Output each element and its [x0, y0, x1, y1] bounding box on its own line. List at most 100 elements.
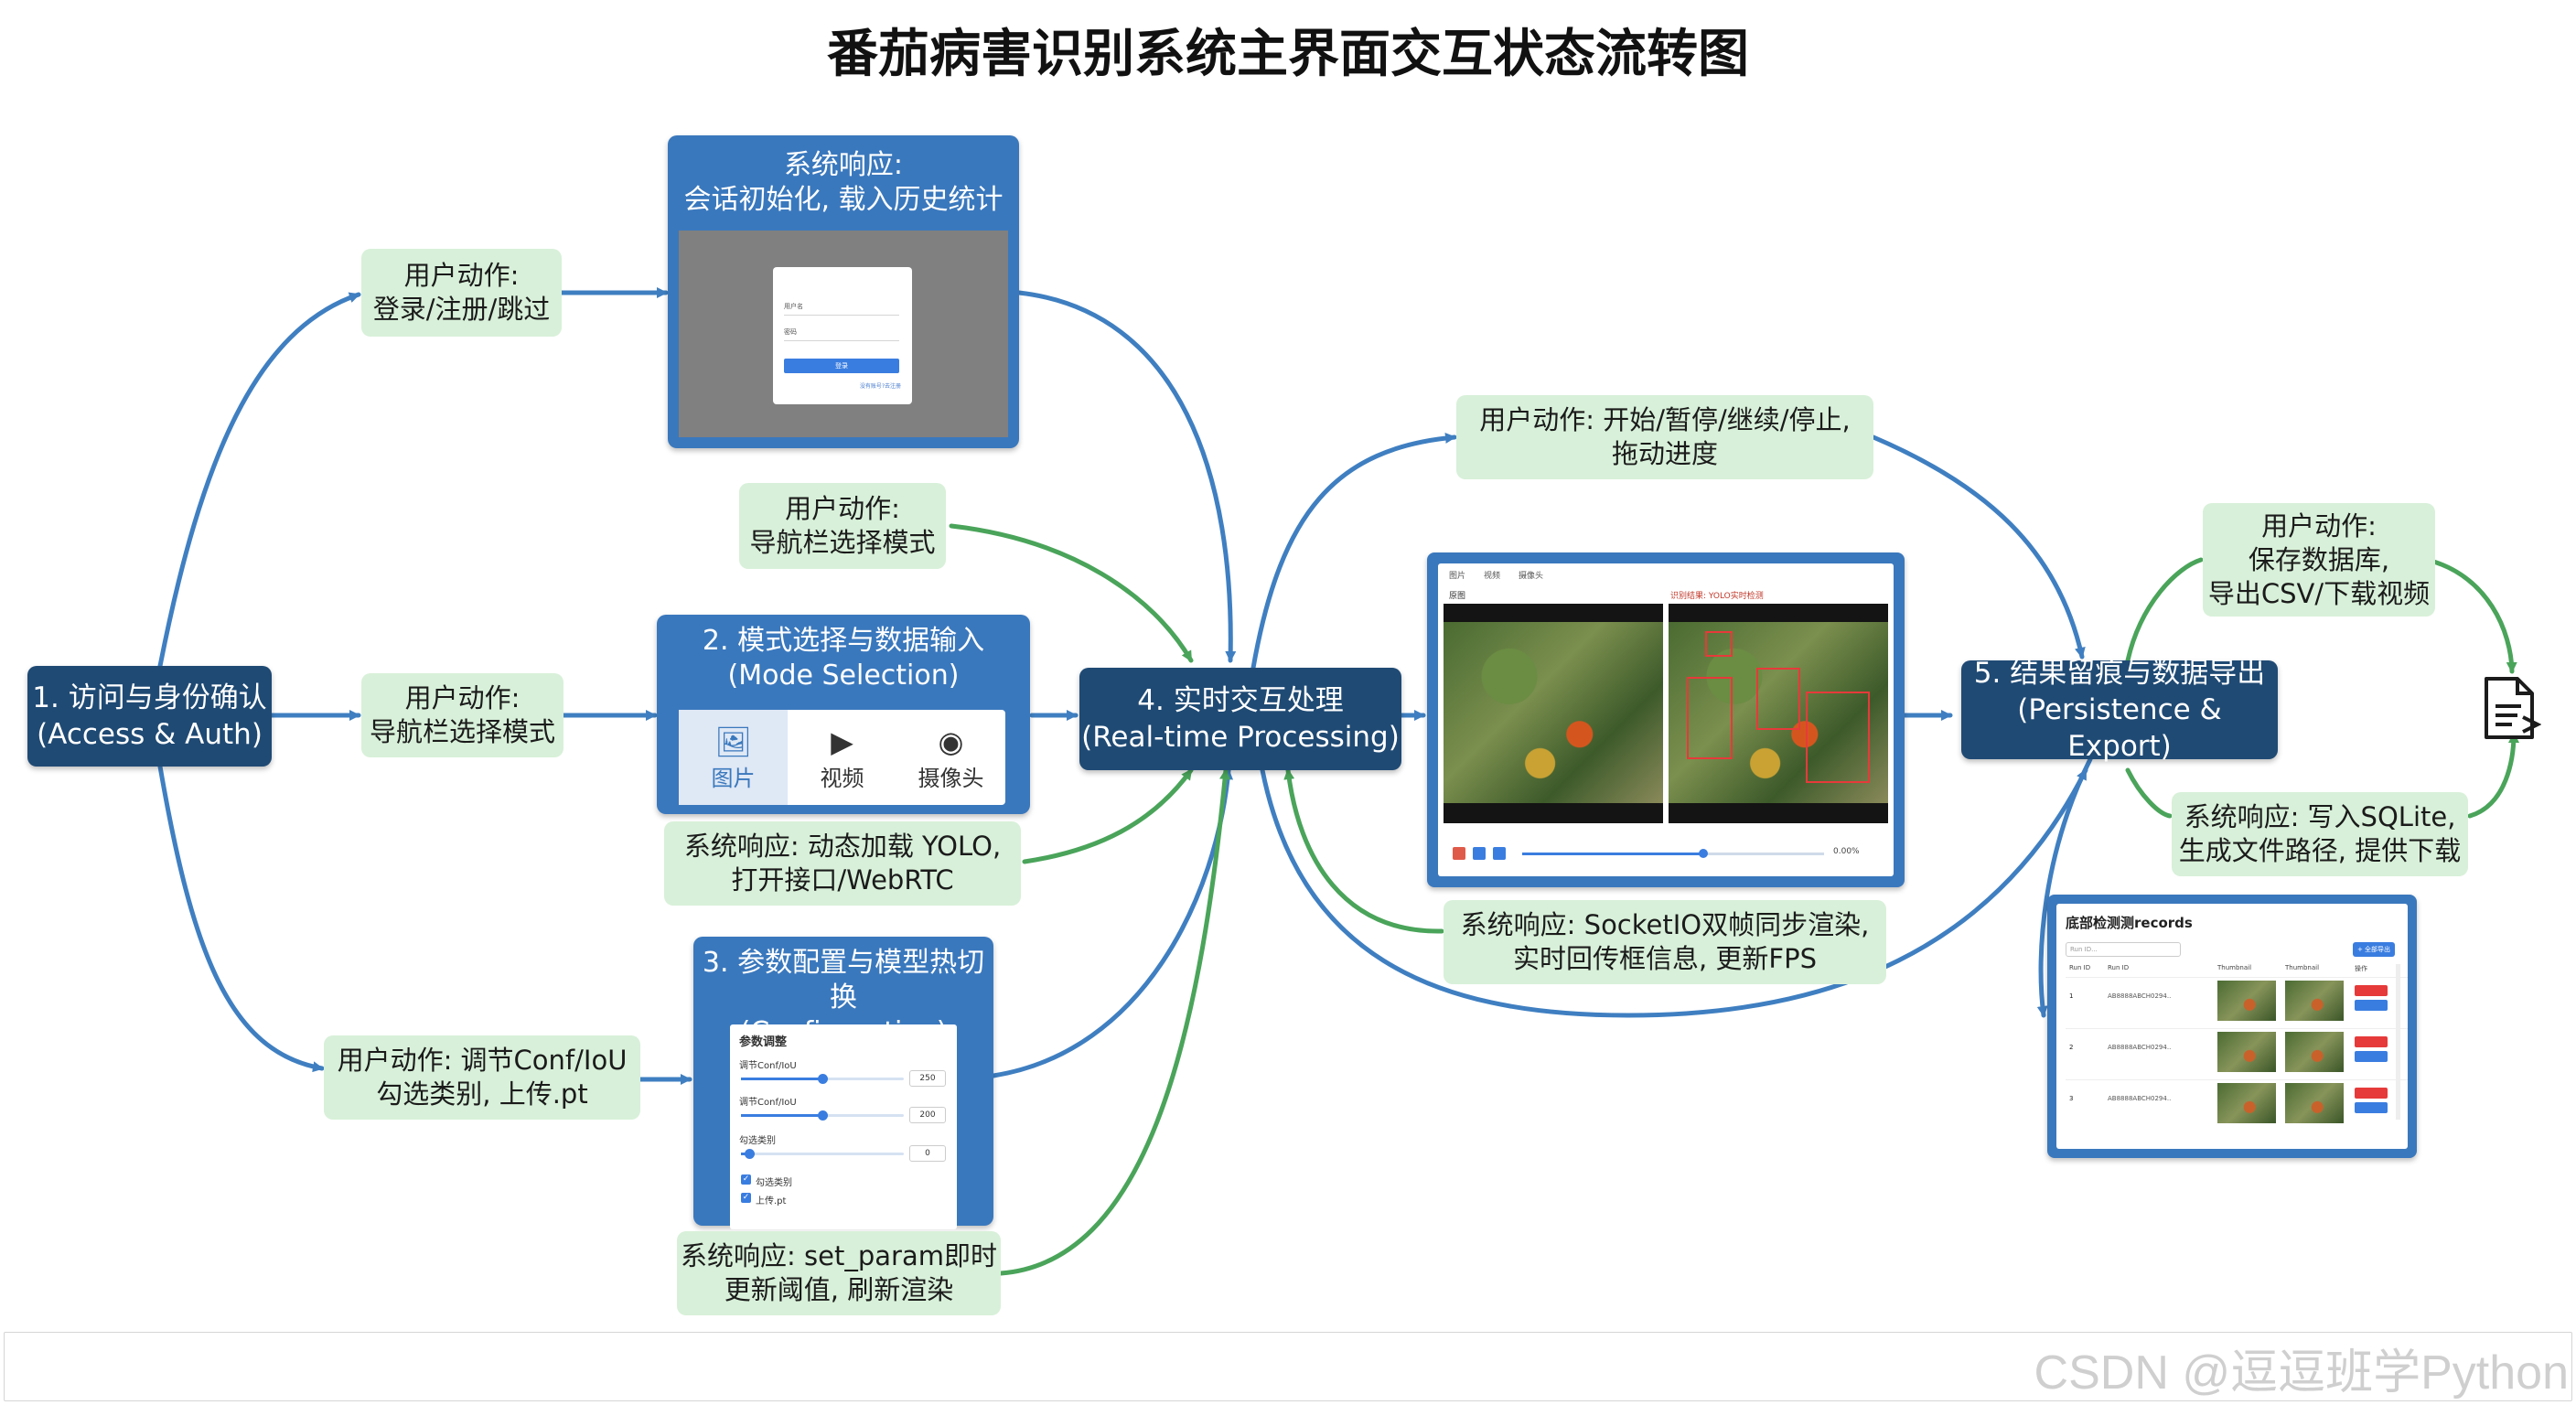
progress-slider[interactable] [1522, 849, 1824, 858]
detected-video-frame [1669, 604, 1888, 823]
node-mode-selection-subtitle: (Mode Selection) [727, 660, 960, 692]
note-line: 用户动作: [2261, 509, 2377, 542]
delete-button[interactable] [2355, 1088, 2388, 1099]
login-screenshot: 登录 用户名 密码 登录 没有账号?去注册 [679, 231, 1008, 437]
node-mode-selection: 2. 模式选择与数据输入 (Mode Selection) 🖼 图片 ▶ 视频 … [657, 615, 1030, 814]
footer-bar [4, 1332, 2572, 1401]
note-line: 打开接口/WebRTC [731, 864, 954, 896]
playback-controls [1453, 847, 1506, 860]
class-value-field[interactable]: 0 [909, 1145, 946, 1162]
class-slider[interactable] [741, 1149, 904, 1159]
realtime-tab-image[interactable]: 图片 [1449, 572, 1466, 581]
login-button[interactable]: 登录 [784, 359, 899, 373]
note-nav-user-action: 用户动作: 导航栏选择模式 [361, 673, 564, 757]
thumbnail-result [2285, 1083, 2344, 1123]
note-line: 系统响应: set_param即时 [681, 1240, 997, 1271]
export-button[interactable] [2355, 1051, 2388, 1062]
realtime-tab-camera[interactable]: 摄像头 [1519, 572, 1544, 581]
table-row[interactable]: 3 AB8888ABCH0294.. [2066, 1079, 2408, 1125]
tab-image[interactable]: 🖼 图片 [679, 710, 788, 805]
records-scrollbar[interactable] [2396, 964, 2400, 1120]
image-icon: 🖼 [714, 724, 752, 759]
arrow-n3-n4 [991, 767, 1234, 1078]
node-realtime-processing: 4. 实时交互处理 (Real-time Processing) [1079, 668, 1401, 770]
records-col-header: Thumbnail [2217, 964, 2252, 971]
node-access-auth-title: 1. 访问与身份确认 [32, 681, 267, 714]
conf-slider-label: 调节Conf/IoU [739, 1061, 797, 1071]
note-mode-system-response: 系统响应: 动态加载 YOLO, 打开接口/WebRTC [664, 821, 1021, 906]
node-realtime-subtitle: (Real-time Processing) [1081, 721, 1400, 754]
login-card: 登录 用户名 密码 登录 没有账号?去注册 [773, 267, 912, 404]
note-export-system-response: 系统响应: 写入SQLite, 生成文件路径, 提供下载 [2172, 792, 2468, 876]
original-frame-label: 原图 [1449, 592, 1466, 601]
records-search-input[interactable]: Run ID... [2066, 942, 2181, 957]
arrow-mode-sys-n4 [1022, 767, 1194, 864]
export-button[interactable] [2355, 1102, 2388, 1113]
iou-slider[interactable] [741, 1110, 904, 1121]
delete-button[interactable] [2355, 1036, 2388, 1047]
note-config-system-response: 系统响应: set_param即时 更新阈值, 刷新渲染 [677, 1231, 1001, 1315]
note-line: 用户动作: 开始/暂停/继续/停止, [1479, 404, 1851, 435]
detection-box [1705, 631, 1733, 657]
pause-button[interactable] [1473, 847, 1486, 860]
note-line: 用户动作: [785, 493, 900, 524]
note-line: 拖动进度 [1611, 438, 1718, 469]
thumbnail-result [2285, 981, 2344, 1021]
node-mode-selection-header: 2. 模式选择与数据输入 (Mode Selection) [657, 615, 1030, 693]
tab-camera[interactable]: ◉ 摄像头 [896, 710, 1005, 805]
export-all-button[interactable]: + 全部导出 [2353, 942, 2395, 957]
note-line: 系统响应: 动态加载 YOLO, [683, 831, 1002, 862]
node-mode-selection-title: 2. 模式选择与数据输入 [702, 625, 985, 657]
detection-box [1687, 677, 1733, 759]
node-login-screen: 系统响应: 会话初始化, 载入历史统计 登录 用户名 密码 登录 没有账号?去注… [668, 135, 1019, 448]
arrow-conf-sys-n4 [998, 767, 1231, 1276]
progress-percent: 0.00% [1833, 847, 1860, 856]
iou-value-field[interactable]: 200 [909, 1107, 946, 1123]
note-export-user-action: 用户动作: 保存数据库, 导出CSV/下载视频 [2203, 503, 2435, 617]
realtime-tab-video[interactable]: 视频 [1484, 572, 1501, 581]
tab-camera-label: 摄像头 [918, 765, 984, 791]
checkbox-class[interactable]: ✓ [741, 1174, 751, 1185]
records-col-header: Run ID [2069, 964, 2091, 971]
checkbox-upload-pt-label: 上传.pt [756, 1196, 787, 1207]
config-panel: 参数调整 调节Conf/IoU 250 调节Conf/IoU 200 勾选类别 … [730, 1024, 957, 1229]
arrow-n1-login-user [157, 292, 361, 669]
row-number: 2 [2069, 1044, 2074, 1051]
records-col-header: Thumbnail [2285, 964, 2320, 971]
note-line: 实时回传框信息, 更新FPS [1512, 943, 1817, 974]
note-nav-user-action-top: 用户动作: 导航栏选择模式 [739, 483, 946, 569]
table-row[interactable]: 2 AB8888ABCH0294.. [2066, 1028, 2408, 1074]
login-screen-header-line2: 会话初始化, 载入历史统计 [683, 184, 1004, 216]
start-button[interactable] [1453, 847, 1465, 860]
login-screen-header: 系统响应: 会话初始化, 载入历史统计 [668, 135, 1019, 218]
arrow-n5-records [2036, 756, 2093, 1018]
tab-video[interactable]: ▶ 视频 [788, 710, 896, 805]
note-line: 导航栏选择模式 [369, 716, 555, 747]
tab-video-label: 视频 [820, 765, 864, 791]
node-access-auth-subtitle: (Access & Auth) [37, 718, 263, 751]
records-col-header: 操作 [2355, 965, 2367, 972]
checkbox-upload-pt[interactable]: ✓ [741, 1193, 751, 1203]
stop-button[interactable] [1493, 847, 1506, 860]
arrow-nav-top-n4 [949, 523, 1194, 663]
row-number: 1 [2069, 992, 2074, 1000]
node-configuration-title: 3. 参数配置与模型热切换 [702, 947, 985, 1014]
register-link[interactable]: 没有账号?去注册 [859, 383, 901, 390]
realtime-tabs: 图片 视频 摄像头 [1449, 569, 1543, 581]
conf-value-field[interactable]: 250 [909, 1070, 946, 1087]
export-button[interactable] [2355, 1000, 2388, 1011]
config-panel-header: 参数调整 [739, 1035, 788, 1049]
node-persistence-export: 5. 结果留痕与数据导出 (Persistence & Export) [1961, 657, 2278, 763]
login-screen-header-line1: 系统响应: [783, 149, 904, 181]
records-col-header: Run ID [2108, 964, 2130, 971]
diagram-title: 番茄病害识别系统主界面交互状态流转图 [827, 25, 1749, 84]
note-line: 导出CSV/下载视频 [2207, 577, 2431, 609]
note-line: 用户动作: 调节Conf/IoU [337, 1045, 628, 1076]
arrow-rt-user-n5 [1871, 434, 2086, 660]
row-run-id: AB8888ABCH0294.. [2108, 992, 2172, 1000]
delete-button[interactable] [2355, 985, 2388, 996]
conf-slider[interactable] [741, 1074, 904, 1084]
node-access-auth: 1. 访问与身份确认 (Access & Auth) [27, 666, 272, 767]
detection-box [1806, 692, 1870, 783]
table-row[interactable]: 1 AB8888ABCH0294.. [2066, 977, 2408, 1023]
